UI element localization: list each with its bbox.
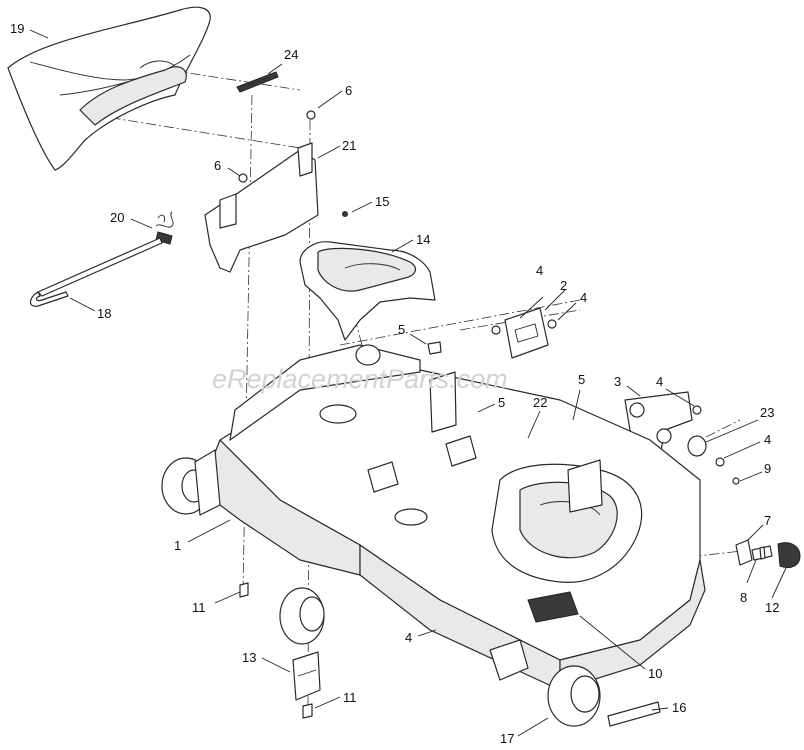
bolt-11-upper bbox=[239, 582, 249, 598]
callout-5: 5 bbox=[398, 322, 405, 337]
screw-15 bbox=[342, 211, 348, 217]
idler-bracket bbox=[504, 307, 549, 359]
callout-15: 15 bbox=[375, 194, 389, 209]
callout-20: 20 bbox=[110, 210, 124, 225]
callout-23: 23 bbox=[760, 405, 774, 420]
callout-24: 24 bbox=[284, 47, 298, 62]
callout-5: 5 bbox=[498, 395, 505, 410]
callout-4: 4 bbox=[536, 263, 543, 278]
callout-13: 13 bbox=[242, 650, 256, 665]
hex-nut-upper bbox=[306, 110, 316, 120]
callout-4: 4 bbox=[656, 374, 663, 389]
deck-hanger-bracket bbox=[292, 651, 321, 701]
callout-12: 12 bbox=[765, 600, 779, 615]
callout-3: 3 bbox=[614, 374, 621, 389]
bolt-11-lower bbox=[302, 703, 313, 719]
mower-deck bbox=[199, 344, 706, 691]
callout-18: 18 bbox=[97, 306, 111, 321]
callout-11: 11 bbox=[192, 600, 206, 615]
callout-7: 7 bbox=[764, 513, 771, 528]
callout-11: 11 bbox=[343, 690, 357, 705]
hex-nut-lower bbox=[238, 173, 248, 183]
callout-4: 4 bbox=[580, 290, 587, 305]
callout-17: 17 bbox=[500, 731, 514, 746]
chute-bracket bbox=[204, 142, 319, 273]
rear-caster-wheel bbox=[161, 449, 221, 516]
callout-1: 1 bbox=[174, 538, 181, 553]
height-adjuster bbox=[735, 539, 801, 569]
discharge-chute bbox=[7, 6, 211, 171]
front-caster-wheel bbox=[489, 639, 601, 727]
callout-19: 19 bbox=[10, 21, 24, 36]
leader-lines bbox=[29, 29, 787, 737]
callout-2: 2 bbox=[560, 278, 567, 293]
callout-9: 9 bbox=[764, 461, 771, 476]
callout-4: 4 bbox=[405, 630, 412, 645]
axle-bolt bbox=[607, 701, 661, 727]
left-front-wheel bbox=[279, 587, 325, 645]
callout-8: 8 bbox=[740, 590, 747, 605]
hinge-pin bbox=[236, 71, 279, 93]
callout-16: 16 bbox=[672, 700, 686, 715]
chute-rod bbox=[29, 237, 163, 307]
callout-6: 6 bbox=[214, 158, 221, 173]
callout-4: 4 bbox=[764, 432, 771, 447]
callout-22: 22 bbox=[533, 395, 547, 410]
callout-14: 14 bbox=[416, 232, 430, 247]
callouts: 19 24 6 21 6 15 20 14 18 4 2 4 5 5 3 4 5… bbox=[10, 21, 779, 746]
watermark-text: eReplacementParts.com bbox=[212, 364, 508, 394]
bushing bbox=[687, 435, 707, 457]
callout-6: 6 bbox=[345, 83, 352, 98]
callout-10: 10 bbox=[648, 666, 662, 681]
callout-21: 21 bbox=[342, 138, 356, 153]
belt-cover bbox=[299, 241, 436, 341]
callout-5: 5 bbox=[578, 372, 585, 387]
